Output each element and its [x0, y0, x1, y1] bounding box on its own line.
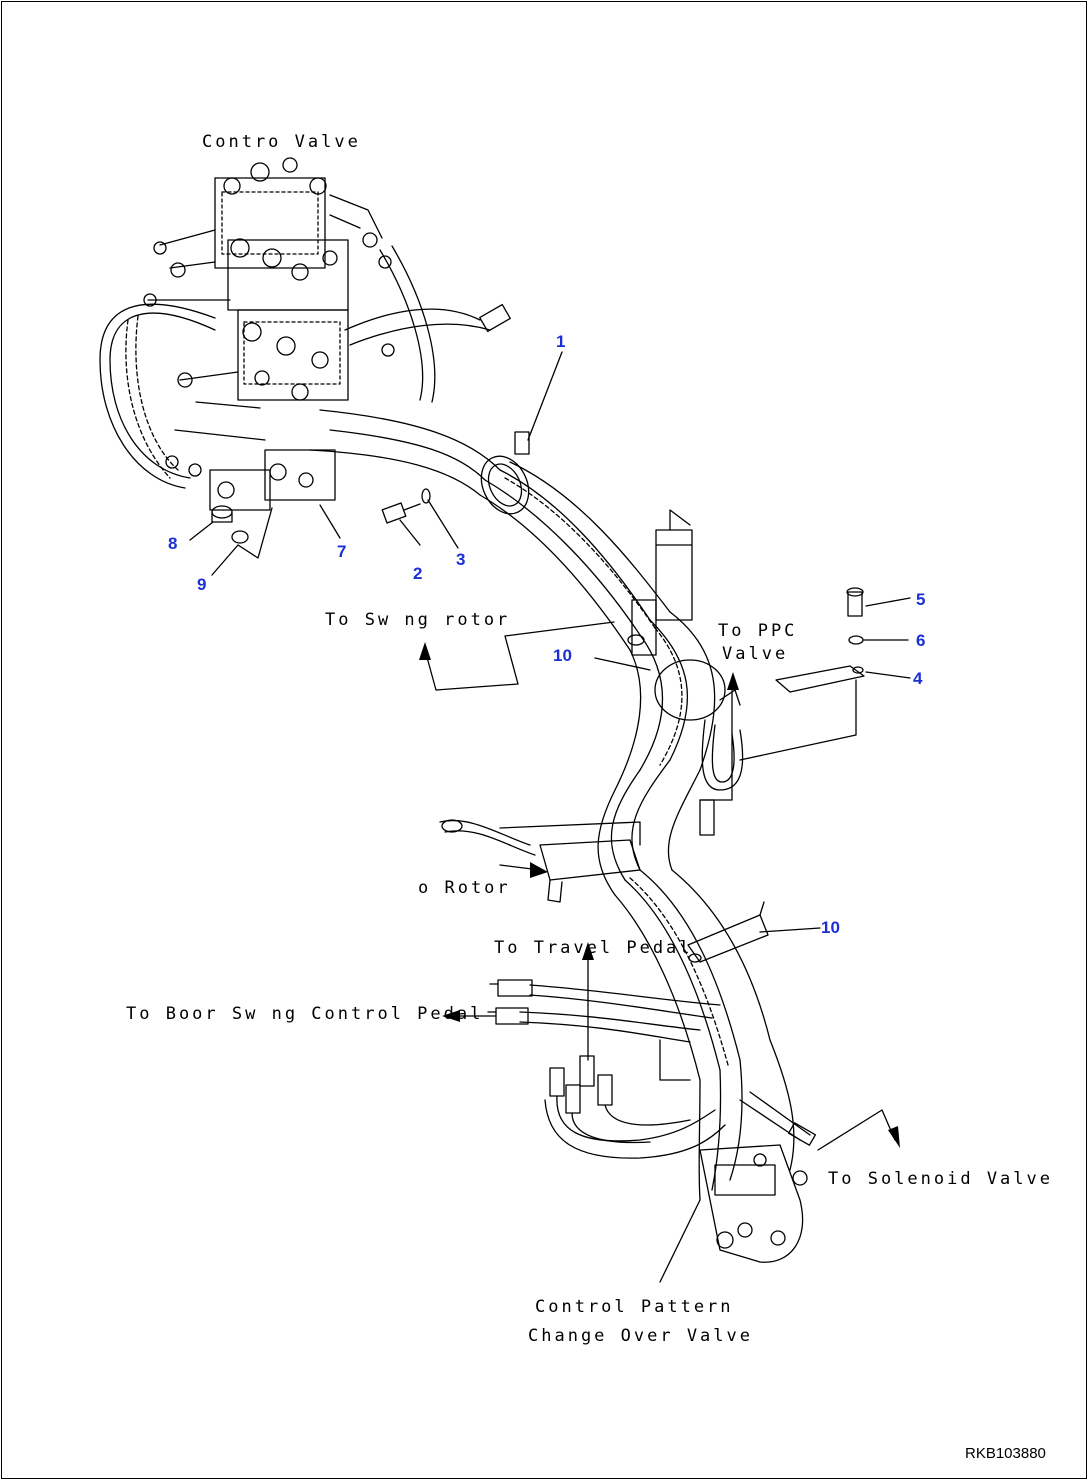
label-to-solenoid-valve: To Solenoid Valve [828, 1169, 1053, 1189]
fitting-9 [231, 530, 249, 544]
upper-bracket [627, 509, 693, 656]
callout-3: 3 [456, 550, 466, 569]
drawing-code: RKB103880 [965, 1445, 1046, 1462]
pedal-hoses [487, 979, 721, 1043]
callout-8: 8 [168, 534, 178, 553]
label-control-pattern-line2: Change Over Valve [528, 1326, 753, 1346]
label-to-boom-swing-control-pedal: To Boor Sw ng Control Pedal [126, 1004, 484, 1024]
label-control-valve: Contro Valve [202, 132, 361, 152]
washer-6 [848, 635, 864, 645]
control-pattern-valve [699, 1091, 817, 1263]
label-control-pattern-line1: Control Pattern [535, 1297, 734, 1317]
callout-10-lower: 10 [821, 918, 840, 937]
callout-9: 9 [197, 575, 207, 594]
main-hose-bundle [309, 245, 795, 1201]
left-hose-loop [99, 303, 216, 489]
label-to-ppc-valve-line1: To PPC [718, 621, 798, 641]
middle-bracket [439, 819, 641, 903]
callout-5: 5 [916, 590, 926, 609]
callout-7: 7 [337, 542, 347, 561]
plate-4 [775, 665, 865, 693]
bolt-5 [846, 587, 864, 617]
callout-1: 1 [556, 332, 566, 351]
label-to-travel-pedal: To Travel Pedal [494, 938, 693, 958]
bolt-2-washer-3 [381, 488, 431, 524]
leader-lines [189, 351, 911, 1283]
label-to-motor: o Rotor [418, 878, 511, 898]
callout-2: 2 [413, 564, 423, 583]
label-to-ppc-valve-line2: Valve [722, 644, 789, 664]
fitting-8 [211, 505, 233, 523]
control-valve-assembly [143, 157, 395, 511]
lower-fittings [544, 1039, 726, 1159]
clamp-10-lower [687, 901, 769, 963]
arrow-heads [419, 642, 900, 1148]
clamp-1 [480, 431, 530, 515]
callout-4: 4 [913, 669, 923, 688]
ppc-hose-loop [699, 719, 744, 836]
callout-6: 6 [916, 631, 926, 650]
callout-10-upper: 10 [553, 646, 572, 665]
label-to-swing-motor: To Sw ng rotor [325, 610, 511, 630]
